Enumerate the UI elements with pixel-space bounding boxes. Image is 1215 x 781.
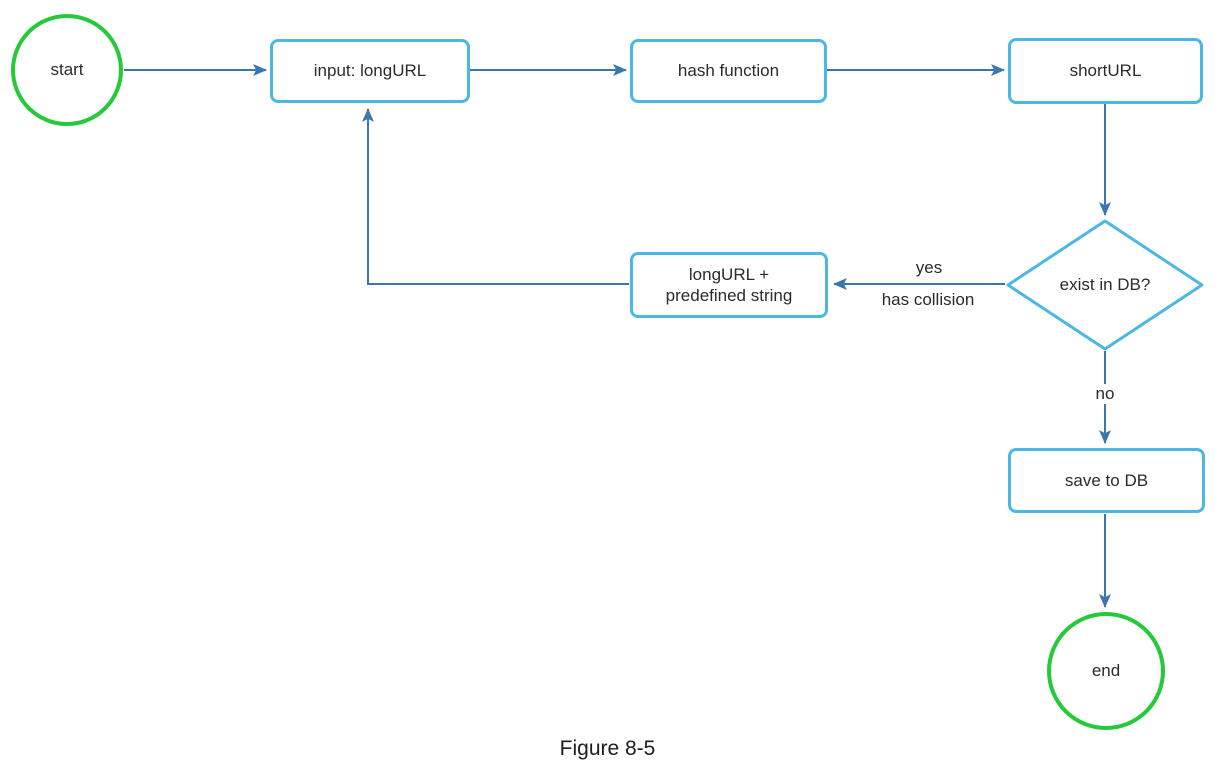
node-hash-function: hash function <box>630 39 827 103</box>
node-end-label: end <box>1091 661 1121 681</box>
collision-label-line1: longURL + <box>688 264 770 284</box>
node-save-to-db-label: save to DB <box>1064 470 1149 490</box>
node-longurl-predefined-string: longURL + predefined string <box>630 252 828 318</box>
node-end: end <box>1047 612 1165 730</box>
node-hash-function-label: hash function <box>677 61 780 81</box>
node-start: start <box>11 14 123 126</box>
node-longurl-predefined-string-label: longURL + predefined string <box>666 264 793 307</box>
node-shorturl: shortURL <box>1008 38 1203 104</box>
node-save-to-db: save to DB <box>1008 448 1205 513</box>
collision-label-line2: predefined string <box>665 286 793 305</box>
node-input-longurl: input: longURL <box>270 39 470 103</box>
node-input-longurl-label: input: longURL <box>313 61 427 81</box>
node-start-label: start <box>50 60 84 80</box>
edge-label-yes: yes <box>915 258 943 277</box>
edge-collision-to-input <box>362 108 629 285</box>
decision-diamond-shape <box>1006 219 1204 351</box>
node-shorturl-label: shortURL <box>1069 61 1142 81</box>
node-exist-in-db: exist in DB? <box>1025 270 1185 300</box>
edge-label-has-collision: has collision <box>881 290 975 309</box>
figure-caption: Figure 8-5 <box>559 737 656 760</box>
edge-label-no: no <box>1083 384 1127 404</box>
node-exist-in-db-label: exist in DB? <box>1059 275 1151 295</box>
